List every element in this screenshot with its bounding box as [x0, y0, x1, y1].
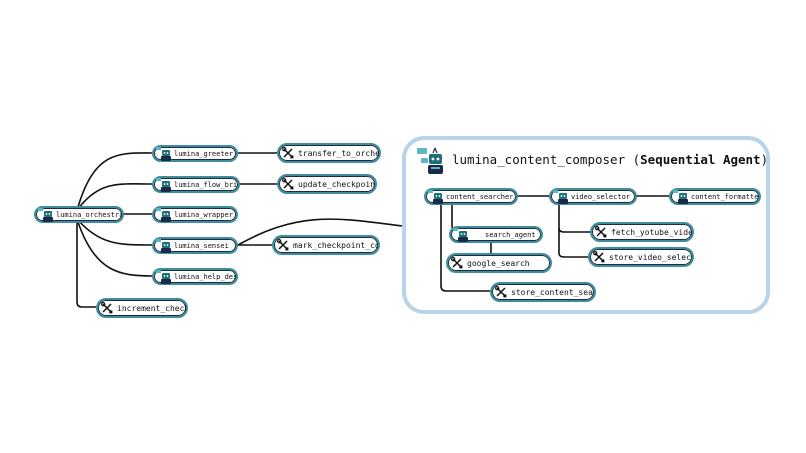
wrench-screwdriver-icon — [281, 177, 295, 192]
tool-label: update_checkpoint_goal — [298, 179, 375, 189]
agent-node-flow-briefer[interactable]: lumina_flow_briefer — [152, 176, 240, 193]
tool-label: transfer_to_orchestrator — [298, 148, 379, 158]
composer-close-paren: ) — [760, 152, 769, 167]
agent-node-wrapper[interactable]: lumina_wrapper — [152, 206, 238, 223]
tool-node-update-checkpoint-goal[interactable]: update_checkpoint_goal — [277, 174, 377, 194]
tool-label: fetch_yotube_videos — [611, 227, 692, 237]
wrench-screwdriver-icon — [450, 256, 464, 271]
robot-icon — [452, 227, 468, 242]
agent-label: lumina_greeter — [174, 149, 234, 158]
agent-label: lumina_orchestrator — [56, 210, 122, 219]
robot-icon — [155, 146, 171, 161]
agent-node-content-searcher[interactable]: content_searcher — [424, 188, 518, 205]
agent-node-orchestrator[interactable]: lumina_orchestrator — [34, 206, 124, 223]
composer-title: lumina_content_composer (Sequential Agen… — [452, 152, 768, 167]
agent-label: search_agent — [485, 230, 536, 239]
wrench-screwdriver-icon — [594, 225, 608, 240]
tool-node-mark-checkpoint-completed[interactable]: mark_checkpoint_completed — [272, 235, 380, 255]
robot-icon — [155, 238, 171, 253]
tool-node-store-content-search[interactable]: store_content_search_re — [490, 282, 596, 302]
tool-label: increment_checkpoint — [117, 303, 186, 313]
agent-label: lumina_wrapper — [174, 210, 234, 219]
wrench-screwdriver-icon — [281, 146, 295, 161]
agent-label: content_searcher — [446, 192, 514, 201]
robot-icon — [37, 207, 53, 222]
tool-node-fetch-yotube-videos[interactable]: fetch_yotube_videos — [590, 222, 694, 242]
robot-icon — [155, 207, 171, 222]
agent-label: video_selector — [571, 192, 631, 201]
tool-label: store_content_search_re — [511, 287, 594, 297]
sequential-agent-panel — [402, 136, 770, 314]
wrench-screwdriver-icon — [592, 250, 606, 265]
agent-node-search-agent[interactable]: search_agent — [449, 226, 543, 243]
agent-node-help-desk[interactable]: lumina_help_desk — [152, 268, 238, 285]
composer-name: lumina_content_composer — [452, 152, 626, 167]
robot-icon — [155, 269, 171, 284]
wrench-screwdriver-icon — [276, 238, 290, 253]
tool-label: store_video_selection — [609, 252, 692, 262]
agent-node-greeter[interactable]: lumina_greeter — [152, 145, 238, 162]
agent-label: lumina_help_desk — [174, 272, 236, 281]
composer-type: Sequential Agent — [640, 152, 761, 167]
robot-icon — [552, 189, 568, 204]
agent-label: lumina_sensei — [174, 241, 229, 250]
agent-node-sensei[interactable]: lumina_sensei — [152, 237, 238, 254]
robot-icon — [155, 177, 171, 192]
agent-node-content-formatter[interactable]: content_formatter — [669, 188, 761, 205]
robot-icon — [672, 189, 688, 204]
tool-node-store-video-selection[interactable]: store_video_selection — [588, 247, 694, 267]
robot-icon — [427, 189, 443, 204]
agent-label: lumina_flow_briefer — [174, 180, 238, 189]
wrench-screwdriver-icon — [494, 285, 508, 300]
tool-label: mark_checkpoint_completed — [293, 240, 378, 250]
tool-node-increment-checkpoint[interactable]: increment_checkpoint — [96, 298, 188, 318]
tool-label: google_search — [467, 258, 530, 268]
agent-label: content_formatter — [691, 192, 759, 201]
tool-node-google-search[interactable]: google_search — [446, 253, 552, 273]
tool-node-transfer-to-orchestrator[interactable]: transfer_to_orchestrator — [277, 143, 381, 163]
robot-icon — [417, 147, 443, 174]
composer-open-paren: ( — [625, 152, 641, 167]
wrench-screwdriver-icon — [100, 301, 114, 316]
agent-node-video-selector[interactable]: video_selector — [549, 188, 637, 205]
